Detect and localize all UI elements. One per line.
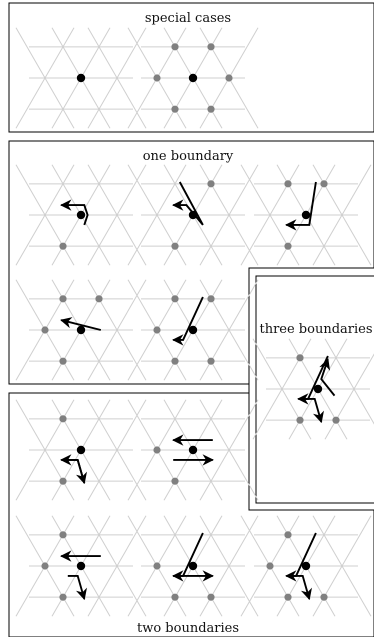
neighbour-vertex xyxy=(59,242,67,250)
neighbour-vertex xyxy=(207,593,215,601)
panel-one-label: one boundary xyxy=(143,149,234,164)
boundary-arrow xyxy=(319,358,336,397)
center-vertex xyxy=(188,73,198,83)
configuration-one-2 xyxy=(127,164,259,266)
neighbour-vertex xyxy=(284,593,292,601)
center-vertex xyxy=(188,561,198,571)
neighbour-vertex xyxy=(95,295,103,303)
grid-line xyxy=(87,164,147,266)
grid-line xyxy=(127,164,187,266)
neighbour-vertex xyxy=(320,593,328,601)
neighbour-vertex xyxy=(41,326,49,334)
neighbour-vertex xyxy=(59,295,67,303)
neighbour-vertex xyxy=(284,180,292,188)
panel-three-label: three boundaries xyxy=(259,322,372,337)
center-vertex xyxy=(188,210,198,220)
neighbour-vertex xyxy=(207,180,215,188)
center-vertex xyxy=(301,561,311,571)
center-vertex xyxy=(76,210,86,220)
panel-one-frame xyxy=(8,140,374,385)
neighbour-vertex xyxy=(296,416,304,424)
neighbour-vertex xyxy=(59,415,67,423)
configuration-special-1 xyxy=(15,27,147,129)
neighbour-vertex xyxy=(153,74,161,82)
configuration-one-4 xyxy=(15,279,147,381)
boundary-arrow xyxy=(172,296,204,346)
boundary-arrow xyxy=(60,454,86,484)
neighbour-vertex xyxy=(266,562,274,570)
neighbour-vertex xyxy=(171,242,179,250)
neighbour-vertex xyxy=(171,593,179,601)
neighbour-vertex xyxy=(207,295,215,303)
grid-line xyxy=(15,27,75,129)
neighbour-vertex xyxy=(171,105,179,113)
boundary-arrow xyxy=(67,574,87,601)
configuration-three-1 xyxy=(252,338,374,440)
boundary-arrow xyxy=(292,574,312,601)
neighbour-vertex xyxy=(59,477,67,485)
panel-three-frame-inner xyxy=(255,275,374,504)
neighbour-vertex xyxy=(153,562,161,570)
configuration-two-3 xyxy=(15,515,147,617)
neighbour-vertex xyxy=(171,477,179,485)
grid-line xyxy=(199,164,259,266)
neighbour-vertex xyxy=(207,357,215,365)
panel-special-frame xyxy=(8,2,374,133)
grid-line xyxy=(87,279,147,381)
neighbour-vertex xyxy=(284,531,292,539)
neighbour-vertex xyxy=(153,326,161,334)
grid-line xyxy=(15,164,75,266)
neighbour-vertex xyxy=(207,105,215,113)
center-vertex xyxy=(188,445,198,455)
configuration-two-5 xyxy=(240,515,372,617)
configuration-one-5 xyxy=(127,279,259,381)
grid-line xyxy=(87,515,147,617)
neighbour-vertex xyxy=(225,74,233,82)
neighbour-vertex xyxy=(153,446,161,454)
configuration-two-2 xyxy=(127,399,259,501)
panel-special-label: special cases xyxy=(145,11,231,26)
center-vertex xyxy=(301,210,311,220)
center-vertex xyxy=(313,384,323,394)
configuration-two-4 xyxy=(127,515,259,617)
neighbour-vertex xyxy=(284,242,292,250)
neighbour-vertex xyxy=(41,562,49,570)
grid-line xyxy=(199,399,259,501)
grid-line xyxy=(312,164,372,266)
neighbour-vertex xyxy=(320,180,328,188)
neighbour-vertex xyxy=(59,593,67,601)
center-vertex xyxy=(76,73,86,83)
grid-line xyxy=(87,399,147,501)
configuration-two-1 xyxy=(15,399,147,501)
neighbour-vertex xyxy=(296,354,304,362)
boundary-arrow xyxy=(60,199,89,226)
neighbour-vertex xyxy=(171,295,179,303)
configurations xyxy=(15,27,374,617)
center-vertex xyxy=(76,561,86,571)
panel-two-label: two boundaries xyxy=(137,621,239,636)
neighbour-vertex xyxy=(59,357,67,365)
center-vertex xyxy=(76,445,86,455)
boundary-arrow xyxy=(285,532,317,582)
center-vertex xyxy=(76,325,86,335)
neighbour-vertex xyxy=(59,531,67,539)
neighbour-vertex xyxy=(332,416,340,424)
center-vertex xyxy=(188,325,198,335)
neighbour-vertex xyxy=(171,357,179,365)
boundary-arrow xyxy=(285,181,317,231)
boundary-arrow xyxy=(60,317,102,331)
boundary-arrow xyxy=(172,532,204,582)
configuration-one-3 xyxy=(240,164,372,266)
boundary-arrow xyxy=(172,181,204,226)
configuration-special-2 xyxy=(127,27,259,129)
grid-line xyxy=(87,27,147,129)
configuration-one-1 xyxy=(15,164,147,266)
neighbour-vertex xyxy=(207,43,215,51)
neighbour-vertex xyxy=(171,43,179,51)
